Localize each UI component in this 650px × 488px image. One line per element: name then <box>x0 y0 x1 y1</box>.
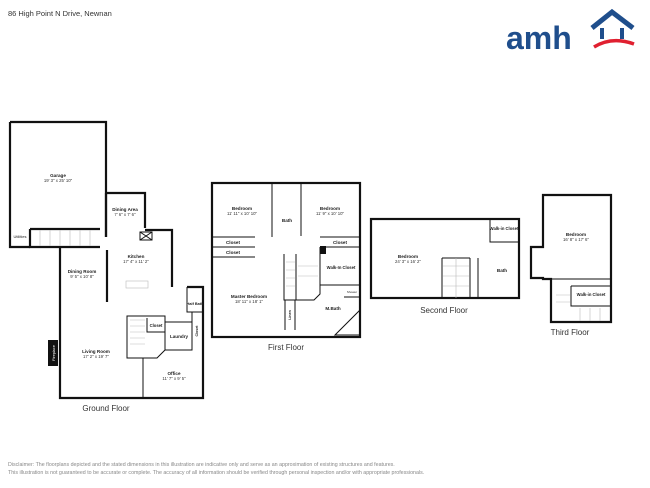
room-label-bedroom-2: Bedroom <box>320 206 340 211</box>
room-label-closet-3: Closet <box>333 240 348 245</box>
room-dims-garage: 19' 3" x 25' 10" <box>44 178 73 183</box>
fireplace <box>48 340 58 366</box>
room-label-bath: Bath <box>497 268 507 273</box>
logo-house-walls <box>600 28 624 39</box>
floor-label-first: First Floor <box>268 343 304 352</box>
room-dims-bedroom-1: 11' 11" x 10' 10" <box>227 211 258 216</box>
room-dims-master-bedroom: 18' 11" x 18' 1" <box>235 299 263 304</box>
room-label-closet-2: Closet <box>226 250 241 255</box>
room-label-utilities: Utilities <box>14 234 27 239</box>
room-label-bedroom: Bedroom <box>566 232 586 237</box>
property-address: 86 High Point N Drive, Newnan <box>8 9 112 18</box>
room-label-walkin: Walk-In Closet <box>327 265 356 270</box>
logo-roof-icon <box>590 8 635 30</box>
room-label-walkin: Walk-in Closet <box>577 292 606 297</box>
ground-floor: Fireplace Garage 19' 3" x 25' 10" Utilit… <box>8 120 205 413</box>
room-label-closet-2: Closet <box>195 325 199 337</box>
room-label-dining-area: Dining Area <box>112 207 138 212</box>
disclaimer-line-2: This illustration is not guaranteed to b… <box>8 470 425 476</box>
room-dims-bedroom-2: 11' 9" x 10' 10" <box>316 211 344 216</box>
room-label-walkin: Walk-in Closet <box>490 226 519 231</box>
room-label-garage: Garage <box>50 173 66 178</box>
logo-swoosh <box>593 38 635 49</box>
room-dims-living-room: 17' 2" x 19' 7" <box>83 354 109 359</box>
room-label-kitchen: Kitchen <box>128 254 145 259</box>
room-dims-bedroom: 16' 8" x 17' 6" <box>563 237 589 242</box>
room-label-shower: Shower <box>347 290 357 294</box>
second-floor: Bedroom 24' 3" x 16' 2" Walk-in Closet B… <box>369 217 521 315</box>
room-label-closet-1: Closet <box>226 240 241 245</box>
floor-label-second: Second Floor <box>420 306 468 315</box>
room-dims-bedroom: 24' 3" x 16' 2" <box>395 259 421 264</box>
room-label-bedroom-1: Bedroom <box>232 206 252 211</box>
fireplace-label: Fireplace <box>52 345 56 361</box>
third-floor: Bedroom 16' 8" x 17' 6" Walk-in Closet T… <box>529 193 613 337</box>
room-dims-office: 11' 7" x 9' 5" <box>162 376 186 381</box>
first-floor: Bedroom 11' 11" x 10' 10" Bath Bedroom 1… <box>210 181 362 352</box>
logo-text: amh <box>506 20 572 54</box>
disclaimer-line-1: Disclaimer: The floorplans depicted and … <box>8 462 395 468</box>
room-label-bedroom: Bedroom <box>398 254 418 259</box>
room-label-closet: Closet <box>150 323 163 328</box>
room-label-half-bath: Half Bath <box>187 302 204 306</box>
room-label-living-room: Living Room <box>82 349 110 354</box>
amh-logo: amh <box>506 8 635 54</box>
room-dims-dining-area: 7' 6" x 7' 6" <box>114 212 136 217</box>
room-label-linen: Linen <box>288 310 292 320</box>
room-label-mbath: M.Bath <box>325 306 341 311</box>
room-label-office: Office <box>167 371 180 376</box>
floor-label-third: Third Floor <box>551 328 590 337</box>
room-dims-kitchen: 17' 4" x 11' 2" <box>123 259 149 264</box>
room-label-master-bedroom: Master Bedroom <box>231 294 267 299</box>
room-label-bath: Bath <box>282 218 292 223</box>
floor-label-ground: Ground Floor <box>82 404 129 413</box>
room-label-laundry: Laundry <box>170 334 189 339</box>
room-dims-dining-room: 9' 5" x 10' 8" <box>70 274 94 279</box>
room-label-dining-room: Dining Room <box>68 269 97 274</box>
